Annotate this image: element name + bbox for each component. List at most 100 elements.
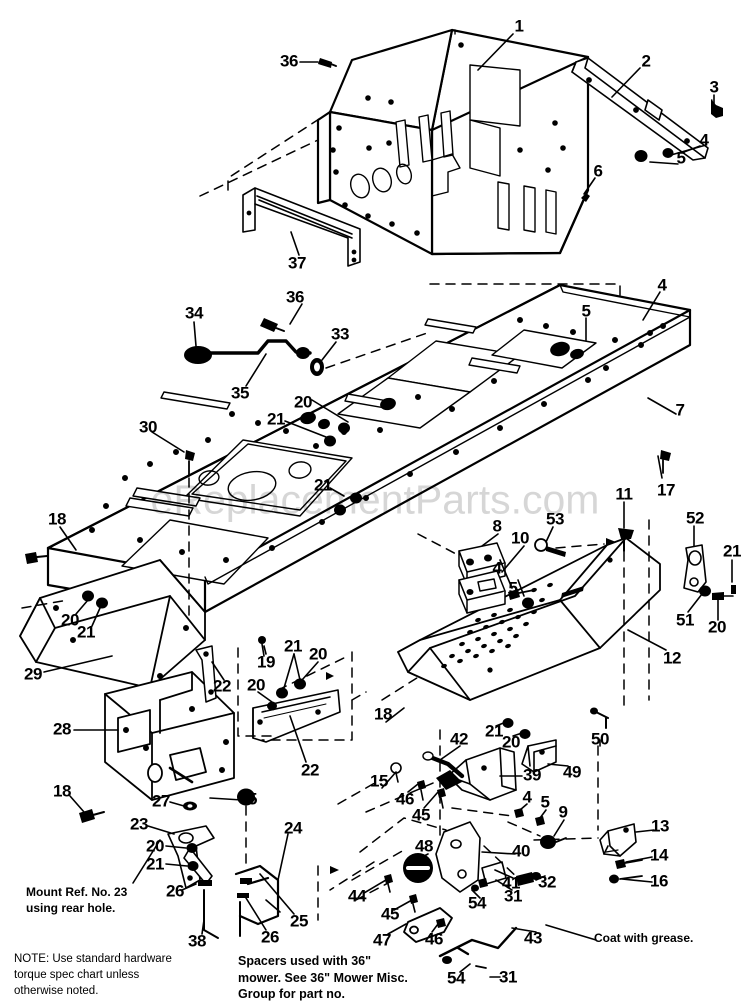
part-6-screw (581, 193, 590, 202)
callout-50[interactable]: 50 (590, 729, 610, 749)
callout-21[interactable]: 21 (145, 854, 165, 874)
callout-34[interactable]: 34 (184, 303, 204, 323)
part-30-bolt (185, 450, 195, 477)
callout-47[interactable]: 47 (372, 930, 392, 950)
callout-4[interactable]: 4 (699, 130, 709, 150)
callout-31[interactable]: 31 (498, 967, 518, 987)
assembly-dashed-lines (21, 111, 650, 921)
callout-40[interactable]: 40 (511, 841, 531, 861)
callout-5[interactable]: 5 (540, 792, 550, 812)
callout-39[interactable]: 39 (522, 765, 542, 785)
callout-24[interactable]: 24 (283, 818, 303, 838)
callout-11[interactable]: 11 (615, 484, 633, 504)
callout-5[interactable]: 5 (676, 148, 686, 168)
part-34-knob (184, 346, 212, 364)
callout-14[interactable]: 14 (649, 845, 669, 865)
callout-15[interactable]: 15 (369, 771, 389, 791)
callout-21[interactable]: 21 (313, 475, 333, 495)
callout-5[interactable]: 5 (508, 578, 518, 598)
callout-10[interactable]: 10 (510, 528, 530, 548)
callout-6[interactable]: 6 (593, 161, 603, 181)
callout-3[interactable]: 3 (709, 77, 719, 97)
callout-30[interactable]: 30 (138, 417, 158, 437)
part-11-bolt (618, 528, 634, 552)
callout-21[interactable]: 21 (266, 409, 286, 429)
fasteners-4-5-9-lower (514, 808, 567, 849)
callout-20[interactable]: 20 (707, 617, 727, 637)
callout-25[interactable]: 25 (289, 911, 309, 931)
part-51-20-21-fasteners (699, 585, 736, 600)
callout-46[interactable]: 46 (424, 929, 444, 949)
callout-12[interactable]: 12 (662, 648, 682, 668)
callout-13[interactable]: 13 (650, 816, 670, 836)
callout-7[interactable]: 7 (675, 400, 685, 420)
callout-22[interactable]: 22 (212, 676, 232, 696)
callout-20[interactable]: 20 (293, 392, 313, 412)
callout-22[interactable]: 22 (300, 760, 320, 780)
part-22-bracket-left (195, 645, 217, 703)
callout-33[interactable]: 33 (330, 324, 350, 344)
part-17-bolt (660, 450, 671, 474)
callout-18[interactable]: 18 (52, 781, 72, 801)
callout-54[interactable]: 54 (446, 968, 466, 988)
callout-26[interactable]: 26 (165, 881, 185, 901)
part-18-bolt-hitch (79, 809, 105, 823)
callout-48[interactable]: 48 (414, 836, 434, 856)
callout-19[interactable]: 19 (256, 652, 276, 672)
callout-21[interactable]: 21 (722, 541, 742, 561)
callout-26[interactable]: 26 (260, 927, 280, 947)
callout-4[interactable]: 4 (657, 275, 667, 295)
callout-54[interactable]: 54 (467, 893, 487, 913)
callout-23[interactable]: 23 (129, 814, 149, 834)
callout-20[interactable]: 20 (60, 610, 80, 630)
callout-43[interactable]: 43 (523, 928, 543, 948)
callout-36[interactable]: 36 (279, 51, 299, 71)
callout-21[interactable]: 21 (484, 721, 504, 741)
callout-21[interactable]: 21 (76, 622, 96, 642)
callout-46[interactable]: 46 (395, 789, 415, 809)
callout-32[interactable]: 32 (537, 872, 557, 892)
callout-53[interactable]: 53 (545, 509, 565, 529)
part-27-washer (183, 801, 197, 811)
callout-44[interactable]: 44 (347, 886, 367, 906)
callout-4[interactable]: 4 (522, 787, 532, 807)
callout-20[interactable]: 20 (501, 732, 521, 752)
callout-16[interactable]: 16 (649, 871, 669, 891)
callout-55[interactable]: 55 (238, 789, 258, 809)
part-50-rod (590, 707, 609, 729)
callout-45[interactable]: 45 (411, 805, 431, 825)
callout-28[interactable]: 28 (52, 719, 72, 739)
callout-4[interactable]: 4 (492, 558, 502, 578)
callout-29[interactable]: 29 (23, 664, 43, 684)
annotation-note: NOTE: Use standard hardware torque spec … (14, 953, 172, 997)
callout-52[interactable]: 52 (685, 508, 705, 528)
callout-2[interactable]: 2 (641, 51, 651, 71)
callout-8[interactable]: 8 (492, 516, 502, 536)
part-36-screw-top (318, 58, 337, 68)
callout-18[interactable]: 18 (373, 704, 393, 724)
callout-35[interactable]: 35 (230, 383, 250, 403)
callout-37[interactable]: 37 (287, 253, 307, 273)
part-53-pin (534, 538, 566, 557)
callout-38[interactable]: 38 (187, 931, 207, 951)
callout-1[interactable]: 1 (514, 16, 524, 36)
callout-41[interactable]: 41 (501, 873, 521, 893)
callout-45[interactable]: 45 (380, 904, 400, 924)
callout-20[interactable]: 20 (246, 675, 266, 695)
callout-20[interactable]: 20 (145, 836, 165, 856)
callout-27[interactable]: 27 (151, 791, 171, 811)
callout-42[interactable]: 42 (449, 729, 469, 749)
callout-17[interactable]: 17 (656, 480, 676, 500)
callout-49[interactable]: 49 (562, 762, 582, 782)
callout-21[interactable]: 21 (283, 636, 303, 656)
callout-5[interactable]: 5 (581, 301, 591, 321)
callout-51[interactable]: 51 (675, 610, 695, 630)
callout-20[interactable]: 20 (308, 644, 328, 664)
callout-31[interactable]: 31 (503, 886, 523, 906)
callout-9[interactable]: 9 (558, 802, 568, 822)
part-47-link (403, 907, 453, 943)
callout-36[interactable]: 36 (285, 287, 305, 307)
part-55-ball (237, 788, 255, 806)
callout-18[interactable]: 18 (47, 509, 67, 529)
